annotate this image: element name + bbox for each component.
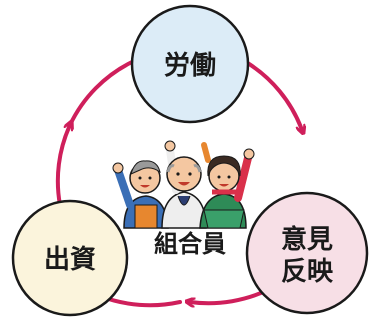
node-feedback-circle [245, 191, 369, 315]
node-investment-circle [11, 199, 129, 317]
node-feedback-label-line2: 反映 [281, 257, 333, 287]
people-cheering-icon [112, 140, 255, 229]
person-left [112, 160, 169, 229]
arrow-labor-to-feedback [244, 60, 302, 130]
node-investment: 出資 [11, 199, 129, 317]
arrow-investment-to-labor [55, 125, 70, 207]
node-feedback: 意見 反映 [245, 191, 369, 315]
person-right [199, 142, 255, 229]
arrow-labor-tail [68, 60, 134, 127]
node-investment-label: 出資 [44, 245, 96, 275]
node-labor-circle [130, 4, 250, 124]
node-labor-label: 労働 [164, 51, 216, 81]
node-labor: 労働 [130, 4, 250, 124]
center-label: 組合員 [154, 230, 226, 258]
node-feedback-label-line1: 意見 [281, 224, 333, 255]
person-middle [161, 140, 207, 229]
